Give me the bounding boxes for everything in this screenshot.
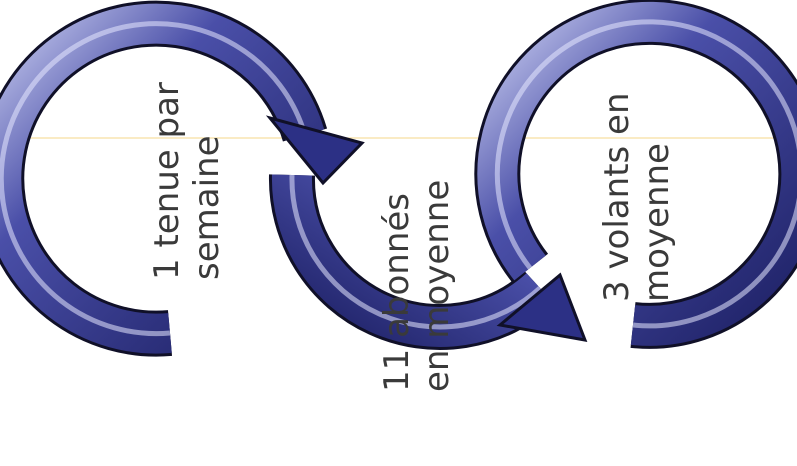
label-abonnes: 11 abonnés en moyenne <box>377 180 457 392</box>
arrow-ring-left <box>0 0 365 357</box>
arrow-ring-bottom <box>268 174 588 350</box>
arrow-head-left <box>265 115 365 186</box>
label-volants: 3 volants en moyenne <box>597 82 677 302</box>
arrow-head-bottom <box>496 272 588 342</box>
label-tenues: 1 tenue par semaine <box>147 71 227 280</box>
arrow-ring-right <box>474 0 797 349</box>
